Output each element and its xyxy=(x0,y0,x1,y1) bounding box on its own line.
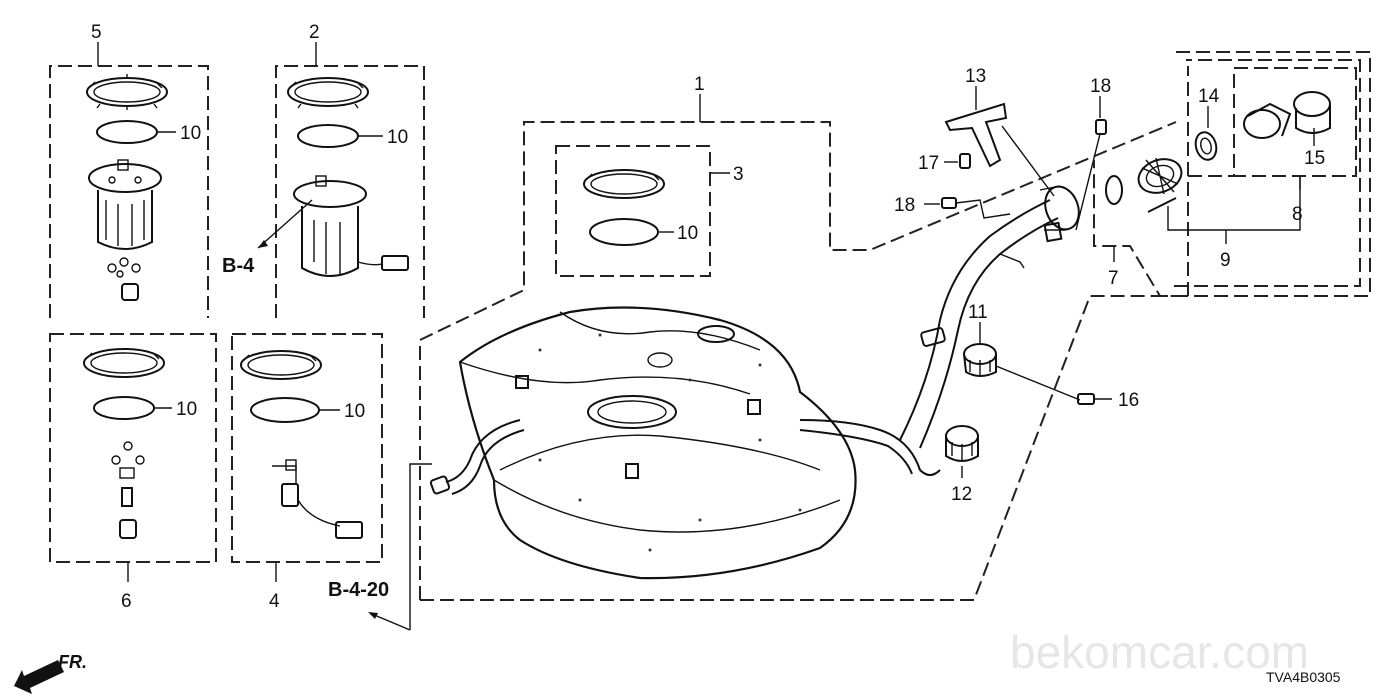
bolt-17: 17 xyxy=(918,153,971,174)
valve-12: 12 xyxy=(945,425,979,505)
kit-box-2: 2 10 B-4 xyxy=(222,22,425,318)
small-parts xyxy=(107,257,141,301)
fuel-pump-module xyxy=(293,175,409,277)
filler-bracket-13: 13 xyxy=(944,66,1055,197)
o-ring xyxy=(93,396,155,420)
gasket-ring xyxy=(583,169,665,199)
o-ring xyxy=(589,218,659,246)
filler-pipe xyxy=(899,185,1080,449)
pump-opening xyxy=(587,395,677,429)
ref-b420-group: B-4-20 xyxy=(328,463,432,631)
callout-10: 10 xyxy=(344,401,365,422)
callout-1: 1 xyxy=(694,74,705,95)
watermark: bekomcar.com xyxy=(1010,626,1309,678)
gasket-ring xyxy=(83,348,165,378)
callout-10: 10 xyxy=(677,223,698,244)
callout-17: 17 xyxy=(918,153,939,174)
gasket-ring xyxy=(287,77,369,109)
filler-cap-group: 7 9 14 15 8 xyxy=(1093,51,1371,297)
tank-texture xyxy=(538,333,802,552)
callout-7: 7 xyxy=(1108,268,1119,289)
kit-box-3: 3 10 xyxy=(555,145,744,277)
ref-b4: B-4 xyxy=(222,255,255,277)
callout-13: 13 xyxy=(965,66,986,87)
callout-14: 14 xyxy=(1198,86,1220,107)
ref-b420: B-4-20 xyxy=(328,579,389,601)
filler-cap-14: 14 xyxy=(1194,86,1220,161)
callout-15: 15 xyxy=(1304,148,1325,169)
small-parts xyxy=(111,441,145,539)
callout-3: 3 xyxy=(733,164,744,185)
callout-4: 4 xyxy=(269,591,280,612)
fuel-pump-module xyxy=(88,159,162,250)
valve-11: 11 xyxy=(963,302,1081,401)
callout-18: 18 xyxy=(894,195,915,216)
o-ring xyxy=(96,120,158,144)
front-label: FR. xyxy=(58,652,87,672)
o-ring xyxy=(250,397,320,423)
fuel-level-sender xyxy=(272,459,363,539)
kit-box-6: 6 10 xyxy=(49,333,217,612)
front-direction-marker: FR. xyxy=(14,652,87,694)
top-boss xyxy=(697,325,735,343)
callout-8: 8 xyxy=(1292,204,1303,225)
callout-6: 6 xyxy=(121,591,132,612)
callout-12: 12 xyxy=(951,484,972,505)
callout-9: 9 xyxy=(1220,250,1231,271)
o-ring xyxy=(297,124,359,148)
o-ring-7 xyxy=(1105,175,1123,205)
diagram-code: TVA4B0305 xyxy=(1266,669,1341,685)
fuel-tank xyxy=(429,306,941,580)
filler-neck xyxy=(1044,185,1080,231)
callout-2: 2 xyxy=(309,22,320,43)
gasket-ring xyxy=(240,350,322,380)
filler-screen-9 xyxy=(1137,158,1183,194)
callout-10: 10 xyxy=(176,399,197,420)
kit-box-5: 5 10 xyxy=(49,22,209,318)
bolt-18-left: 18 xyxy=(894,195,1011,219)
gasket-ring xyxy=(86,74,168,110)
callout-18: 18 xyxy=(1090,76,1111,97)
bolt-16: 16 xyxy=(1077,390,1139,411)
callout-10: 10 xyxy=(387,127,408,148)
main-assembly-boundary: 1 xyxy=(419,74,1177,601)
callout-10: 10 xyxy=(180,123,201,144)
bolt-18-right: 18 xyxy=(1075,76,1111,231)
callout-16: 16 xyxy=(1118,390,1139,411)
callout-5: 5 xyxy=(91,22,102,43)
callout-11: 11 xyxy=(968,302,988,323)
kit-box-4: 4 10 xyxy=(231,333,383,612)
cap-components-15: 15 xyxy=(1243,91,1331,169)
